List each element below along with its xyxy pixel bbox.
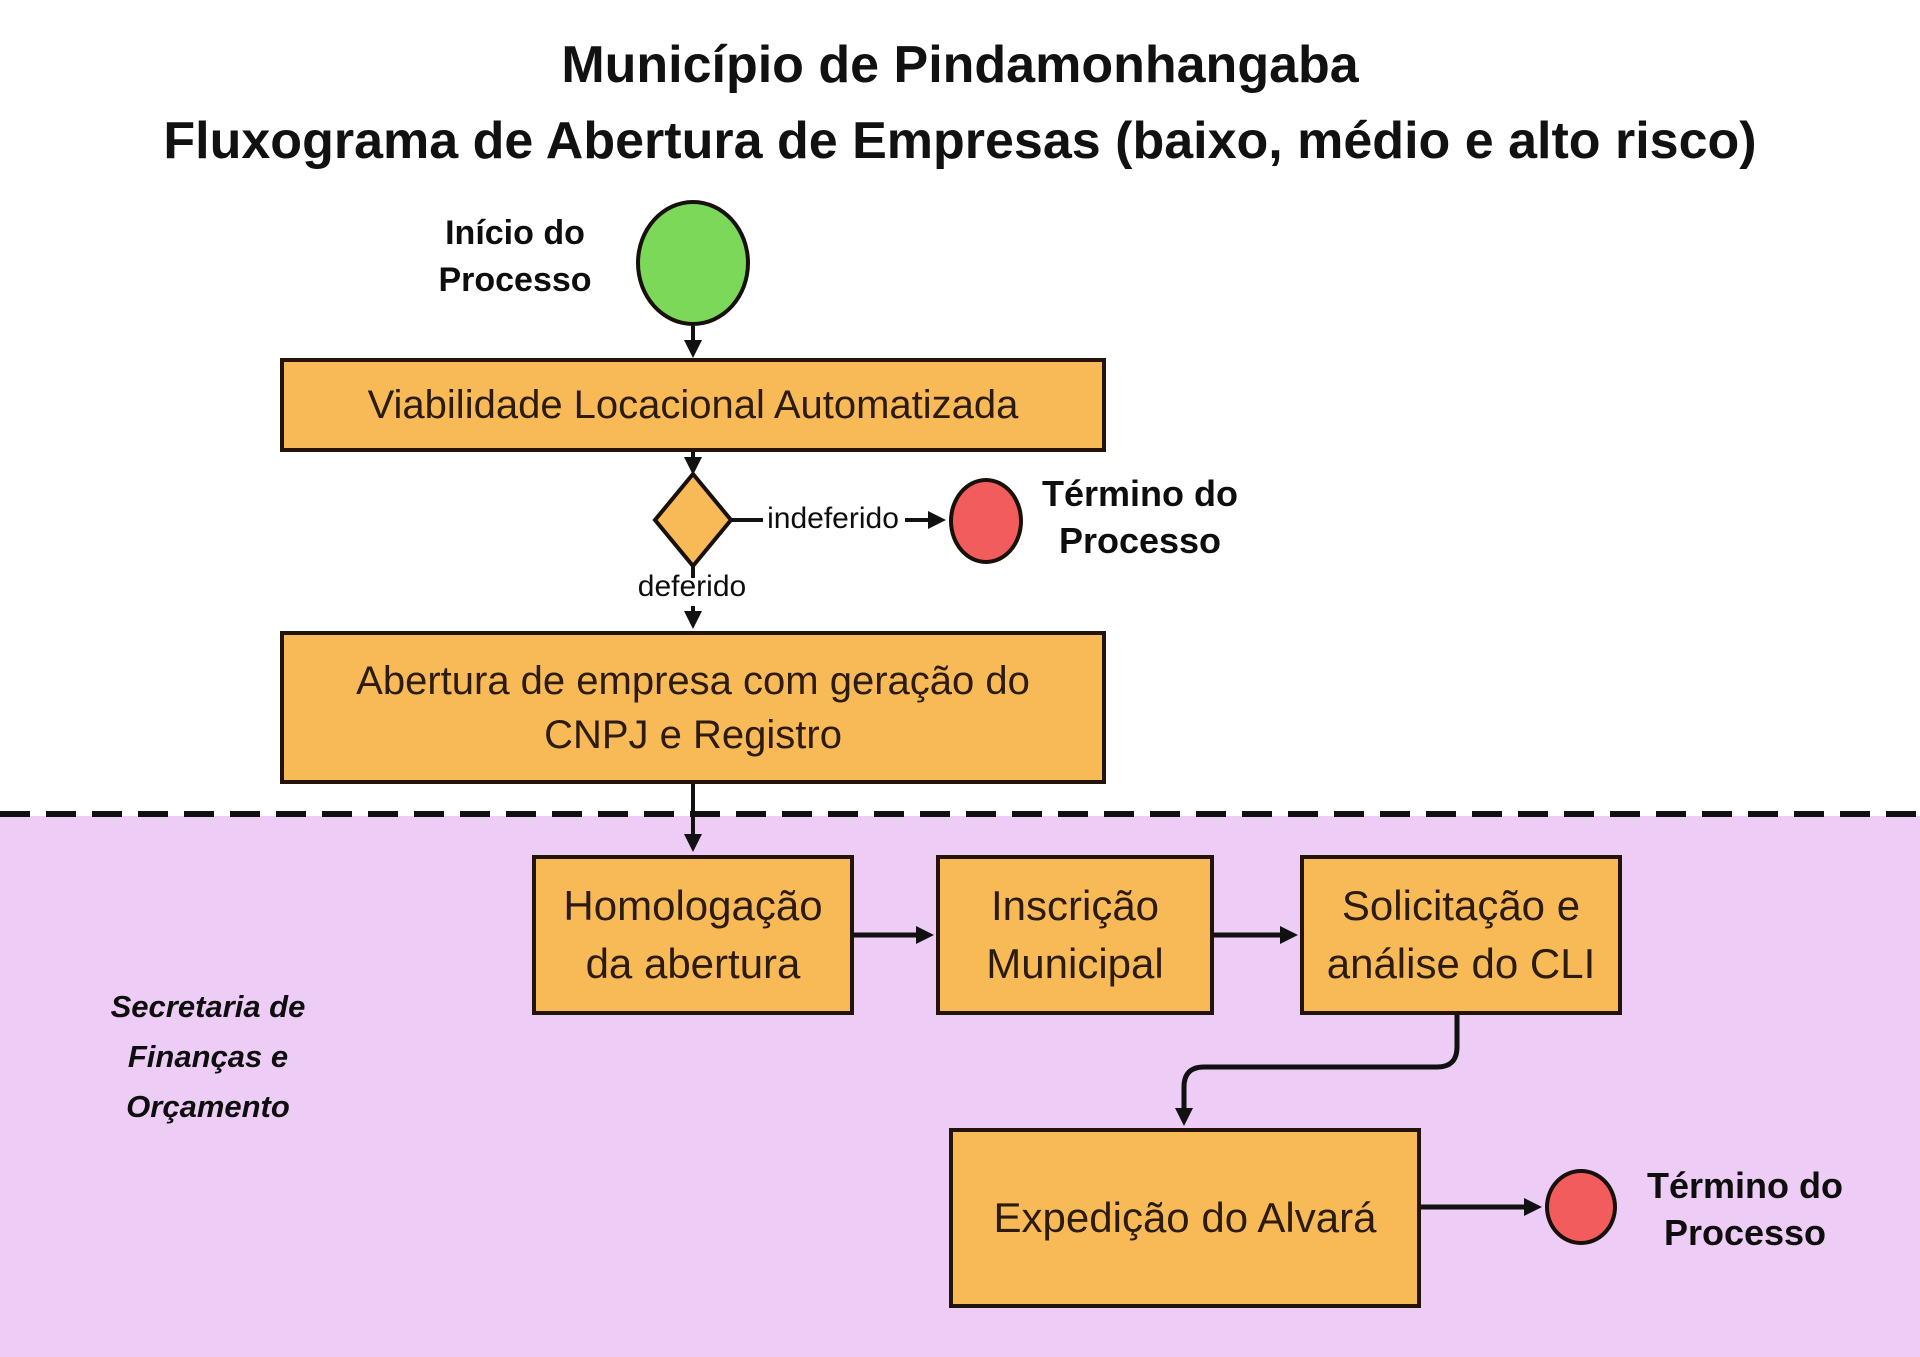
end-label-2: Término do Processo xyxy=(1647,1165,1843,1253)
process-viabilidade: Viabilidade Locacional Automatizada xyxy=(280,358,1106,452)
decision-diamond xyxy=(652,470,734,570)
end-label-1: Término do Processo xyxy=(1042,473,1238,561)
connector-solicitacao-expedicao xyxy=(1175,1015,1460,1126)
connector-expedicao-end2 xyxy=(1421,1198,1542,1216)
connector-inscricao-solicitacao xyxy=(1214,926,1298,944)
connector-viabilidade-decision xyxy=(684,452,702,475)
connector-decision-end1 xyxy=(731,511,946,529)
connector-homologacao-inscricao xyxy=(854,926,934,944)
end-node-2 xyxy=(1545,1169,1617,1245)
start-label: Início do Processo xyxy=(438,214,592,299)
process-abertura: Abertura de empresa com geração do CNPJ … xyxy=(280,631,1106,784)
page-subtitle: Fluxograma de Abertura de Empresas (baix… xyxy=(163,112,1757,170)
lane-label: Secretaria de Finanças e Orçamento xyxy=(110,989,306,1124)
connector-abertura-homologacao xyxy=(684,784,702,852)
label-indeferido: indeferido xyxy=(767,502,899,535)
label-deferido: deferido xyxy=(637,570,747,603)
process-inscricao: Inscrição Municipal xyxy=(936,855,1214,1015)
connector-decision-abertura xyxy=(684,566,702,629)
page-title: Município de Pindamonhangaba xyxy=(561,36,1359,94)
process-homologacao: Homologação da abertura xyxy=(532,855,854,1015)
process-expedicao: Expedição do Alvará xyxy=(949,1128,1421,1308)
end-node-1 xyxy=(949,478,1023,564)
start-node xyxy=(636,200,750,326)
connector-start-viabilidade xyxy=(684,326,702,358)
process-solicitacao: Solicitação e análise do CLI xyxy=(1300,855,1622,1015)
